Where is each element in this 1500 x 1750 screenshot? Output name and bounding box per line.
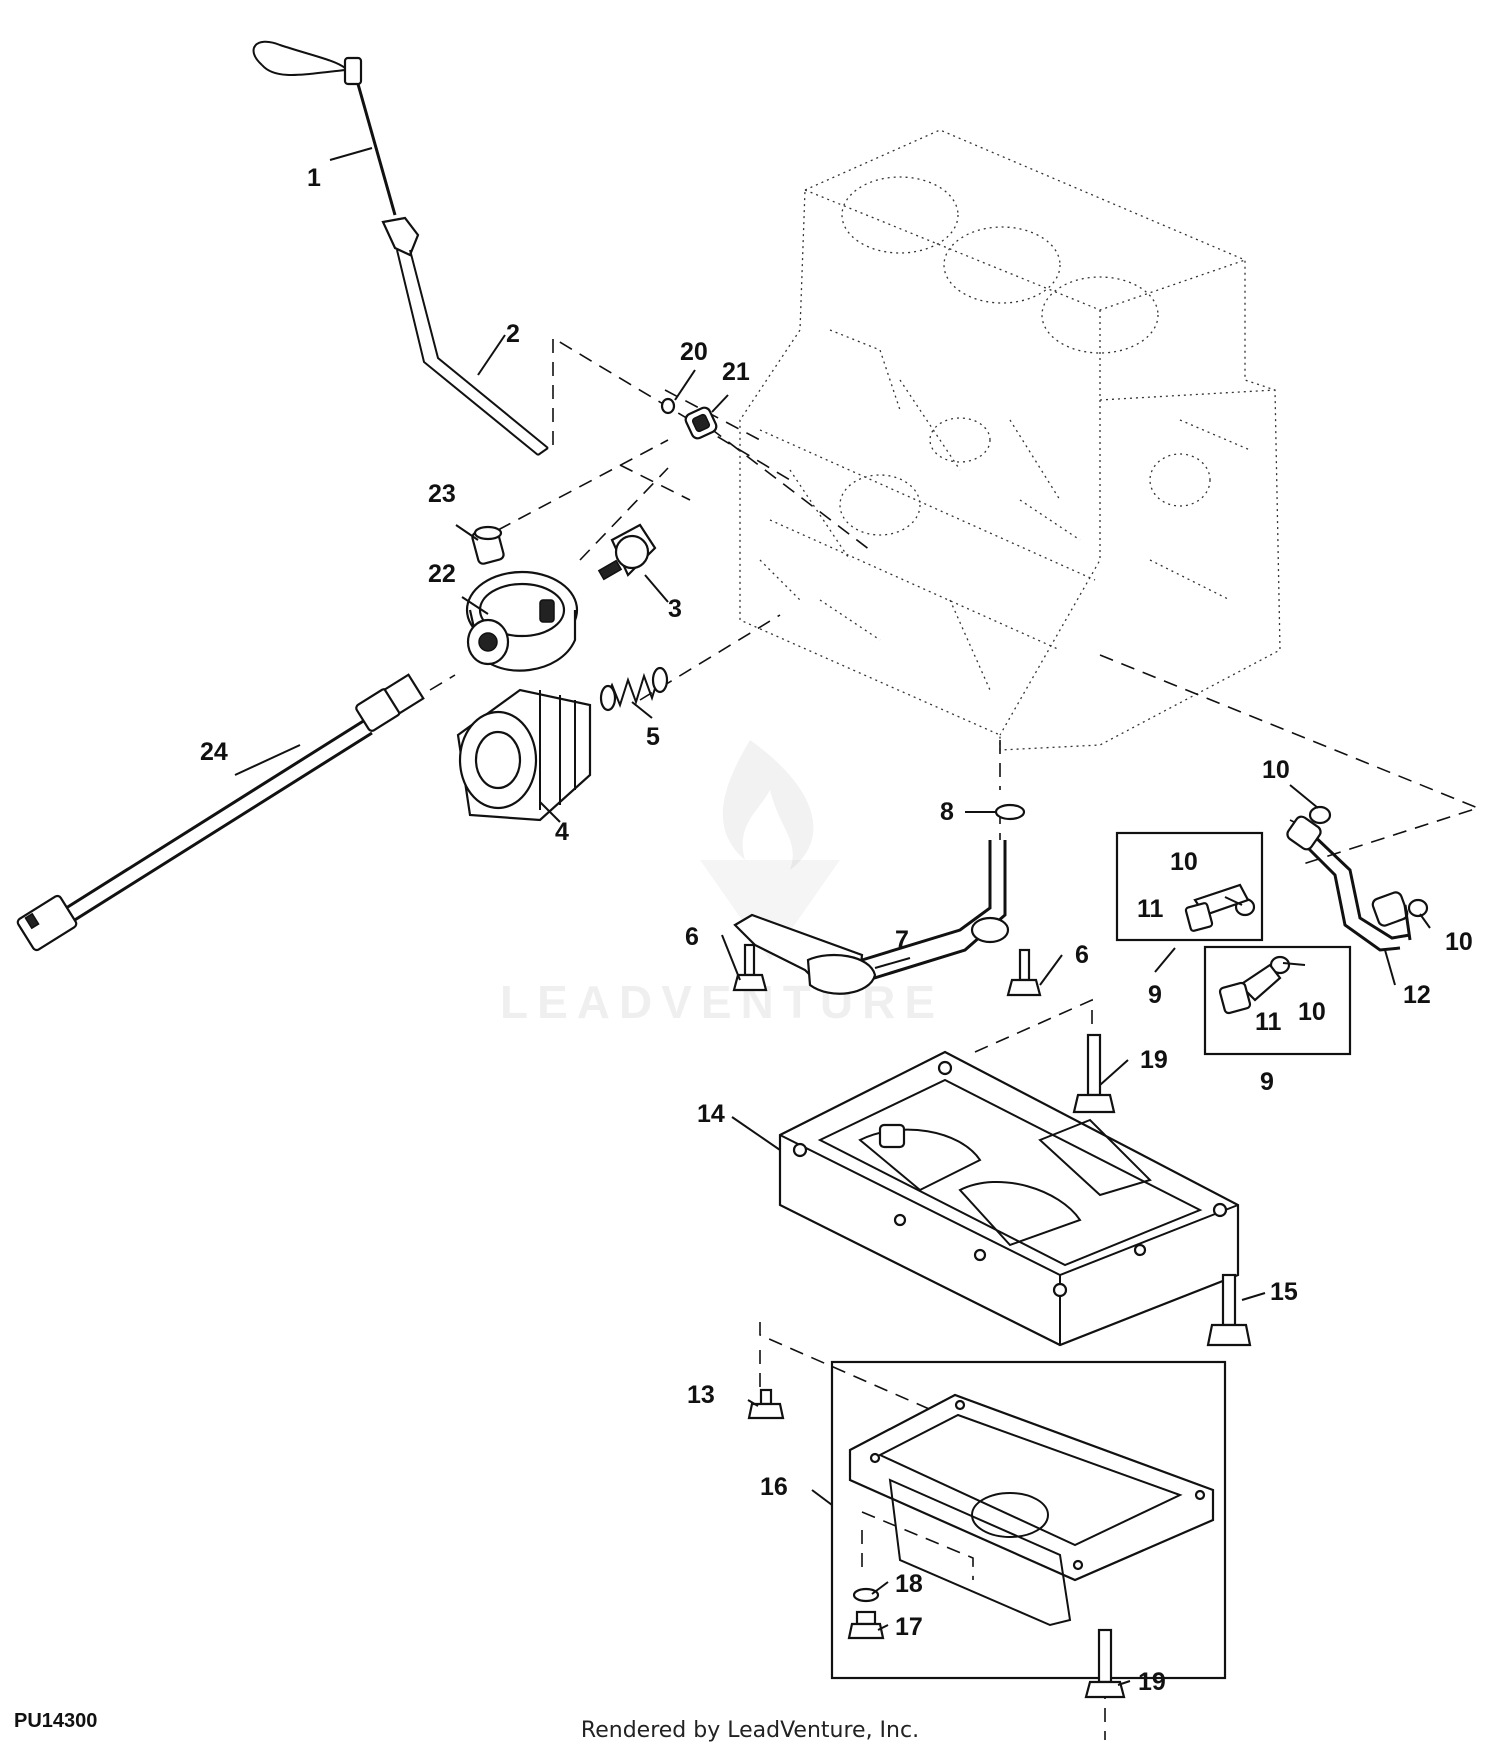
callout-11-upper-box: 11 (1137, 895, 1164, 923)
bolt-15 (1206, 1273, 1252, 1347)
bolt-13 (747, 1388, 785, 1420)
callout-5: 5 (646, 723, 660, 751)
callout-8: 8 (940, 798, 954, 826)
washers-10 (1234, 805, 1429, 975)
callout-7: 7 (895, 926, 909, 954)
callout-9-lower: 9 (1260, 1068, 1274, 1096)
callout-10-upper-box: 10 (1170, 848, 1198, 876)
callout-22: 22 (428, 560, 456, 588)
figure-id: PU14300 (14, 1710, 98, 1732)
callout-23: 23 (428, 480, 456, 508)
oil-pressure-switch (597, 523, 657, 581)
kit-box-9-lower (1203, 945, 1352, 1056)
callout-15: 15 (1270, 1278, 1298, 1306)
callout-10-lower-box: 10 (1298, 998, 1326, 1026)
oil-filter (456, 688, 592, 822)
footer-credit: Rendered by LeadVenture, Inc. (580, 1718, 920, 1743)
callout-11-lower-box: 11 (1255, 1008, 1282, 1036)
callout-17: 17 (895, 1613, 923, 1641)
callout-10-top: 10 (1262, 756, 1290, 784)
suction-pipe (733, 840, 1010, 995)
watermark-text: LEADVENTURE (500, 976, 944, 1028)
oil-line-12 (1286, 815, 1412, 952)
wiring-harness (16, 673, 425, 952)
filter-adapter (465, 570, 579, 672)
bolts-6 (732, 943, 1042, 997)
callout-labels: 1 2 20 21 23 22 3 5 24 4 8 7 6 6 10 10 1… (200, 164, 1473, 1696)
bolt-19-lower (1084, 1628, 1126, 1699)
callout-6-right: 6 (1075, 941, 1089, 969)
callout-14: 14 (697, 1100, 725, 1128)
callout-20: 20 (680, 338, 708, 366)
callout-21: 21 (722, 358, 750, 386)
callout-9-upper: 9 (1148, 981, 1162, 1009)
kit-box-9-upper (1115, 831, 1264, 942)
callout-2: 2 (506, 320, 520, 348)
callout-12: 12 (1403, 981, 1431, 1009)
dipstick (252, 40, 397, 216)
callout-1: 1 (307, 164, 321, 192)
o-ring-8 (994, 803, 1026, 821)
callout-3: 3 (668, 595, 682, 623)
relief-spring (599, 666, 669, 712)
callout-10-right: 10 (1445, 928, 1473, 956)
callout-4: 4 (555, 818, 569, 846)
callout-18: 18 (895, 1570, 923, 1598)
plug-assembly (660, 397, 718, 440)
oil-pan-frame (778, 1050, 1240, 1347)
dipstick-tube (381, 216, 549, 456)
plug-23 (471, 525, 505, 565)
drain-plug-assembly (847, 1587, 885, 1640)
oil-pan-kit-box (830, 1360, 1227, 1680)
callout-6-left: 6 (685, 923, 699, 951)
callout-16: 16 (760, 1473, 788, 1501)
callout-24: 24 (200, 738, 228, 766)
callout-19-lower: 19 (1138, 1668, 1166, 1696)
engine-block (739, 129, 1281, 751)
callout-19-upper: 19 (1140, 1046, 1168, 1074)
callout-leaders (234, 147, 1431, 1686)
dashed-leaders (429, 336, 1481, 1740)
oil-pan (848, 1393, 1215, 1627)
callout-13: 13 (687, 1381, 715, 1409)
bolt-19-upper (1072, 1033, 1116, 1114)
